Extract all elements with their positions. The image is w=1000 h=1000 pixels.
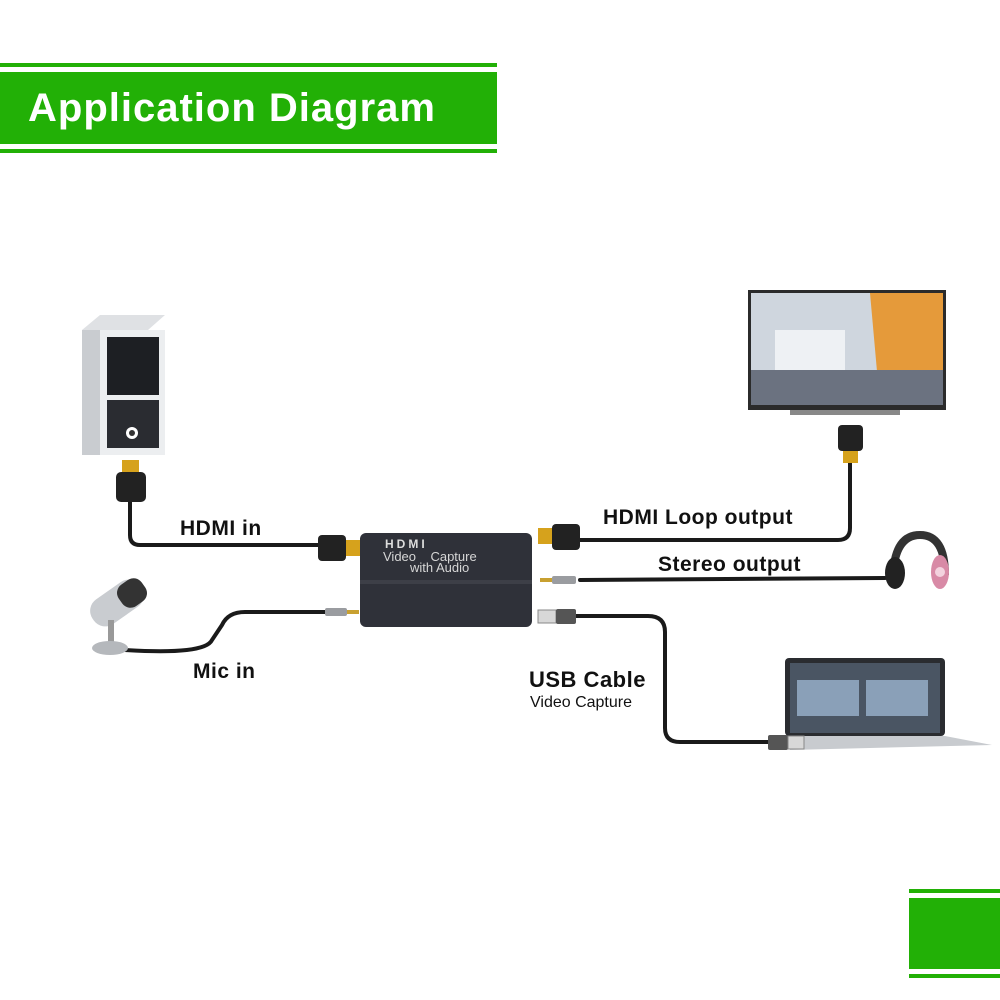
cables [123,460,887,744]
corner-top-rule [909,889,1000,893]
label-hdmi-loop: HDMI Loop output [603,506,793,529]
page-title: Application Diagram [0,72,497,144]
mic-cable [123,610,327,654]
corner-block [909,898,1000,969]
headphones-icon [885,530,949,589]
usb-cable [573,614,772,744]
hdmi-plug-loop-icon [538,524,580,550]
label-stereo: Stereo output [658,553,801,576]
hdmi-in-cable [128,498,322,547]
capture-device [360,533,532,627]
pc-tower-icon [82,315,165,455]
device-line2: with Audio [410,560,470,575]
corner-bottom-rule [909,974,1000,978]
label-mic-in: Mic in [193,660,256,683]
label-usb-cable: USB Cable [529,667,646,692]
microphone-icon [90,578,147,655]
label-usb-sub: Video Capture [530,694,632,711]
header-bottom-rule [0,149,497,153]
device-brand: HDMI [385,537,428,551]
hdmi-plug-pc-icon [116,460,146,502]
tv-icon [748,290,946,415]
usb-plug-laptop-icon [768,735,805,750]
device-line1: Video Capture [383,549,477,564]
header-top-rule [0,63,497,67]
hdmi-plug-in-icon [318,535,360,561]
audio-jack-mic-icon [325,608,359,616]
hdmi-plug-tv-icon [838,425,863,463]
hdmi-loop-cable [578,460,852,542]
usb-plug-device-icon [537,609,576,624]
audio-jack-stereo-icon [540,576,576,584]
stereo-cable [578,576,887,582]
label-hdmi-in: HDMI in [180,517,262,540]
laptop-icon [785,658,992,750]
